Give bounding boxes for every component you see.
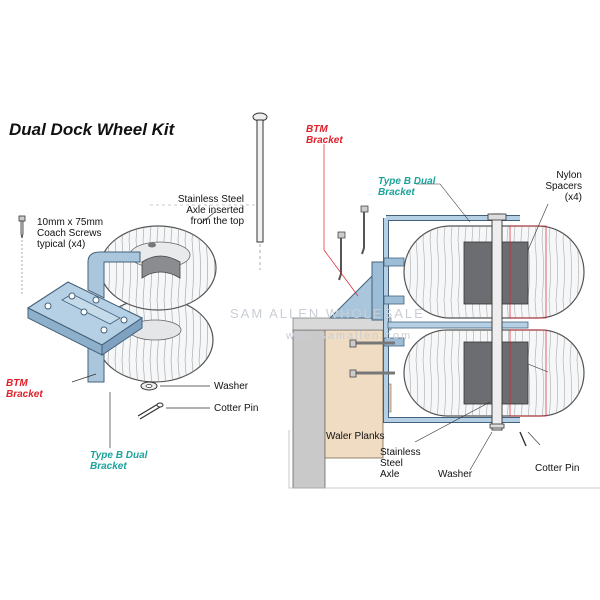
left-coach-screw: [18, 215, 26, 295]
label-right-cotter-pin: Cotter Pin: [535, 463, 580, 474]
left-cotter-pin: [137, 402, 210, 420]
label-axle-note: Stainless Steel Axle inserted from the t…: [177, 194, 244, 227]
dock-structure: [292, 317, 392, 489]
diagram-title: Dual Dock Wheel Kit: [9, 120, 175, 139]
left-btm-bracket: [26, 281, 144, 356]
label-left-washer: Washer: [214, 381, 249, 392]
left-exploded-view: [18, 112, 268, 448]
label-right-axle: Stainless Steel Axle: [380, 447, 421, 480]
label-left-cotter-pin: Cotter Pin: [214, 403, 259, 414]
right-type-b-bracket: [383, 215, 529, 423]
left-axle-pin: [252, 112, 268, 243]
left-upper-tyre: [99, 225, 217, 311]
label-right-btm-bracket: BTM Bracket: [306, 124, 343, 146]
label-right-washer: Washer: [438, 469, 473, 480]
watermark-url: www.samallen.com: [286, 330, 413, 342]
right-axle: [487, 213, 507, 431]
label-left-btm-bracket: BTM Bracket: [6, 378, 43, 400]
right-coach-screws: [337, 205, 395, 378]
label-waler-planks: Waler Planks: [326, 431, 385, 442]
watermark-text: SAM ALLEN WHOLESALE: [230, 306, 425, 321]
label-nylon-spacers: Nylon Spacers (x4): [545, 170, 582, 203]
right-assembled-view: [288, 144, 600, 489]
label-coach-screws: 10mm x 75mm Coach Screws typical (x4): [37, 217, 104, 250]
left-washer: [140, 381, 210, 391]
label-right-type-b: Type B Dual Bracket: [378, 176, 436, 198]
label-left-type-b: Type B Dual Bracket: [90, 450, 148, 472]
